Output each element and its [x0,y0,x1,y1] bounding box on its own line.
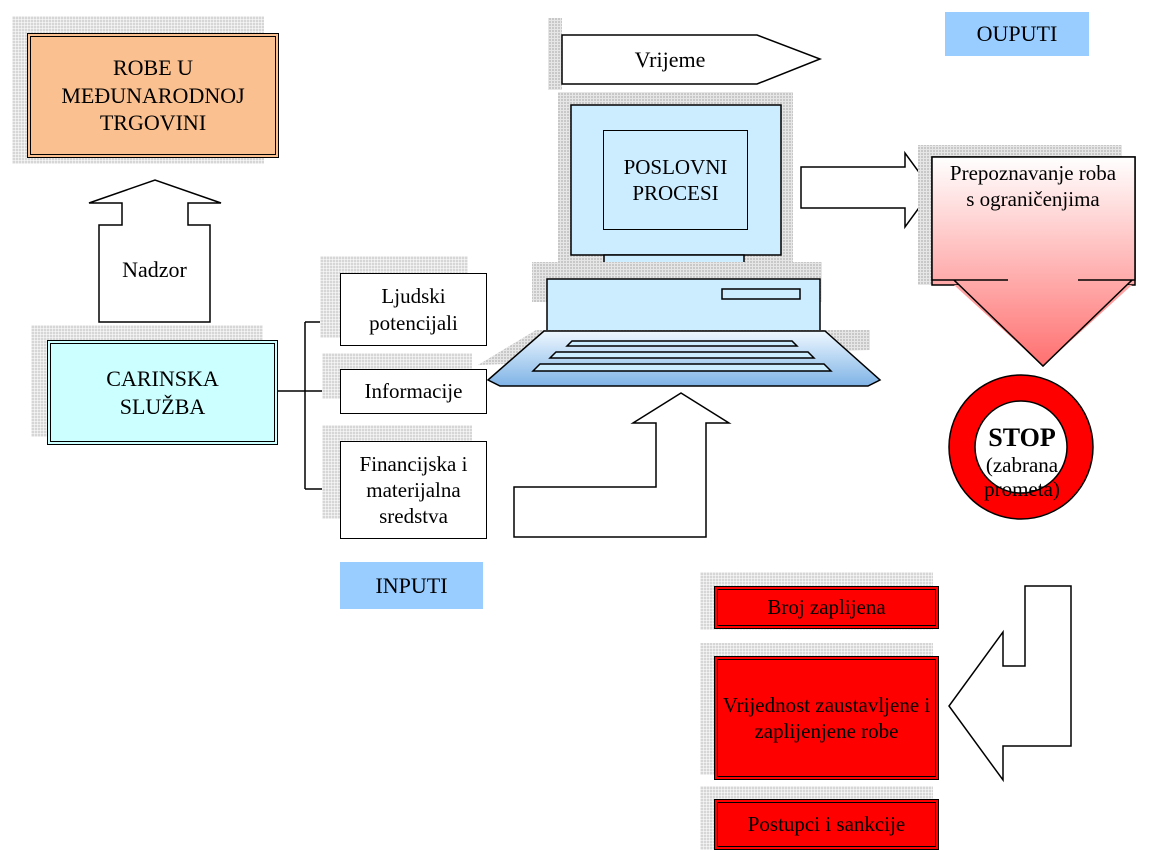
inputi-label: INPUTI [340,562,483,609]
financijska-label: Financijska i materijalna sredstva [359,451,468,529]
ouputi-text: OUPUTI [976,21,1058,46]
input-arrow [513,392,732,538]
financijska-box: Financijska i materijalna sredstva [340,441,487,539]
stop-ring [948,374,1094,520]
inputi-text: INPUTI [375,572,448,598]
postupci-label: Postupci i sankcije [747,812,906,837]
postupci-box: Postupci i sankcije [714,799,939,850]
ouputi-label: OUPUTI [945,12,1089,56]
ljudski-label: Ljudski potencijali [369,284,458,335]
informacije-label: Informacije [364,379,463,404]
results-arrow [948,585,1072,783]
output-arrow [800,150,933,230]
nadzor-label: Nadzor [122,257,187,282]
vrijednost-box: Vrijednost zaustavljene i zaplijenjene r… [714,656,939,780]
computer-base [532,262,822,332]
nadzor-arrow [88,179,222,323]
poslovni-box: POSLOVNI PROCESI [603,130,748,230]
keyboard [478,330,882,387]
robe-label: ROBE U MEĐUNARODNOJ TRGOVINI [61,55,245,136]
broj-label: Broj zaplijena [767,595,886,620]
prepoznavanje-label: Prepoznavanje roba s ograničenjima [949,161,1117,212]
carinska-label: CARINSKA SLUŽBA [106,366,219,419]
informacije-box: Informacije [340,369,487,414]
broj-box: Broj zaplijena [714,586,939,629]
vrijeme-label: Vrijeme [634,47,706,72]
stop-title: STOP [988,423,1056,452]
ljudski-box: Ljudski potencijali [340,273,487,346]
vrijednost-label: Vrijednost zaustavljene i zaplijenjene r… [722,692,931,743]
carinska-box: CARINSKA SLUŽBA [47,340,278,445]
robe-box: ROBE U MEĐUNARODNOJ TRGOVINI [27,33,279,158]
poslovni-label: POSLOVNI PROCESI [623,154,728,205]
stop-subtitle: (zabrana prometa) [984,452,1060,502]
stop-label: STOP (zabrana prometa) [981,423,1063,501]
vrijeme-arrow [561,34,823,85]
